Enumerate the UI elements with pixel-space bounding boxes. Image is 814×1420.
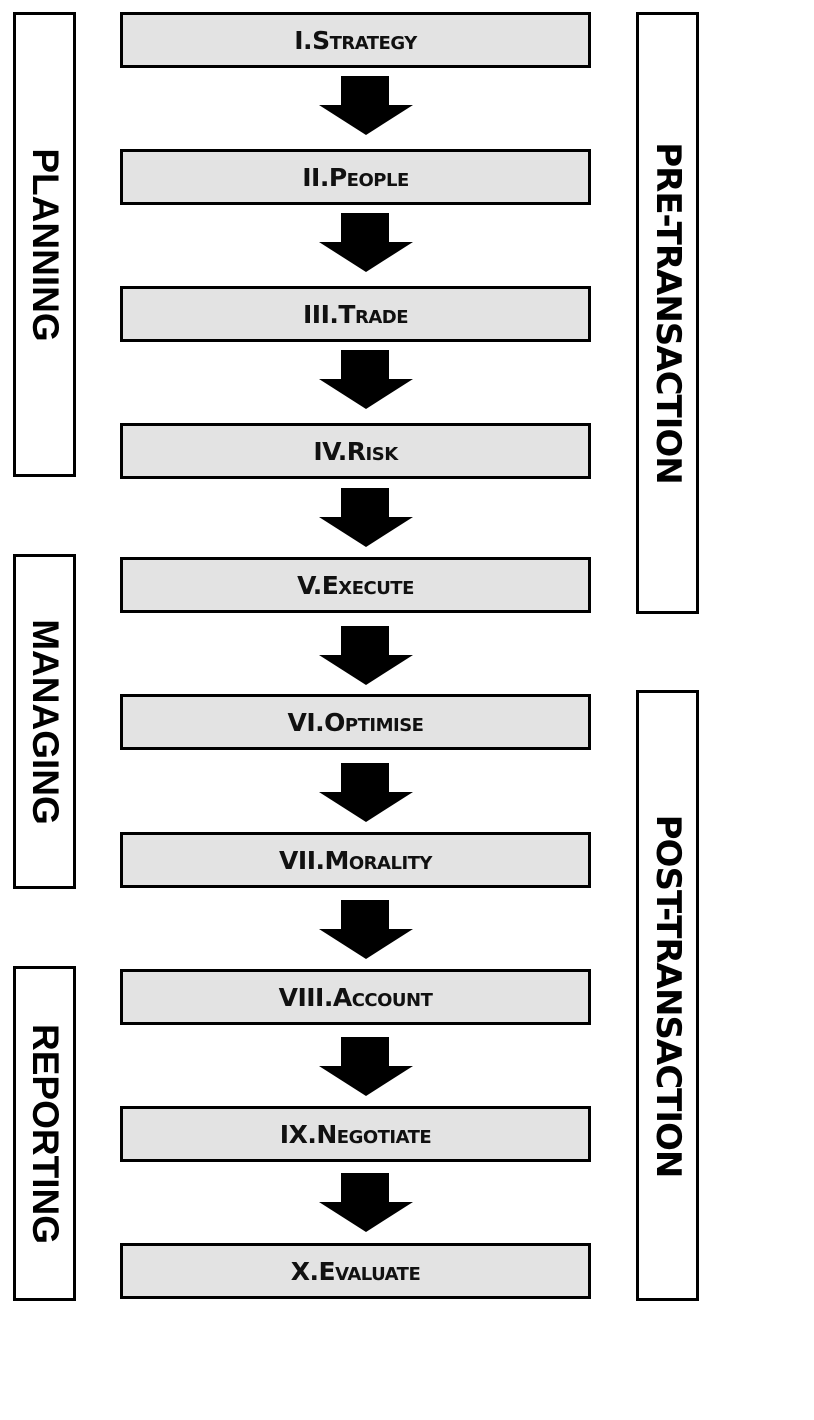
step-evaluate: X.Evaluate — [120, 1243, 591, 1299]
step-name: Account — [332, 982, 433, 1012]
step-execute: V.Execute — [120, 557, 591, 613]
step-name: Evaluate — [318, 1256, 421, 1286]
down-arrow-icon — [319, 1173, 413, 1232]
down-arrow-icon — [319, 763, 413, 822]
phase-label: MANAGING — [24, 618, 66, 825]
phase-label: REPORTING — [24, 1023, 66, 1244]
step-numeral: V. — [297, 570, 322, 600]
phase-label: POST-TRANSACTION — [647, 814, 688, 1177]
step-name: People — [328, 162, 409, 192]
down-arrow-icon — [319, 213, 413, 272]
step-numeral: IX. — [279, 1119, 317, 1149]
step-numeral: I. — [294, 25, 313, 55]
step-name: Morality — [324, 845, 433, 875]
step-numeral: VI. — [287, 707, 325, 737]
step-risk: IV.Risk — [120, 423, 591, 479]
step-numeral: X. — [290, 1256, 319, 1286]
step-name: Negotiate — [316, 1119, 432, 1149]
down-arrow-icon — [319, 1037, 413, 1096]
down-arrow-icon — [319, 900, 413, 959]
step-name: Risk — [346, 436, 398, 466]
down-arrow-icon — [319, 488, 413, 547]
step-name: Optimise — [324, 707, 424, 737]
down-arrow-icon — [319, 350, 413, 409]
step-optimise: VI.Optimise — [120, 694, 591, 750]
phase-label: PRE-TRANSACTION — [647, 142, 688, 484]
step-numeral: III. — [303, 299, 339, 329]
step-account: VIII.Account — [120, 969, 591, 1025]
phase-managing: MANAGING — [13, 554, 76, 889]
down-arrow-icon — [319, 76, 413, 135]
phase-post-transaction: POST-TRANSACTION — [636, 690, 699, 1301]
step-numeral: IV. — [313, 436, 347, 466]
step-negotiate: IX.Negotiate — [120, 1106, 591, 1162]
step-name: Execute — [321, 570, 415, 600]
step-people: II.People — [120, 149, 591, 205]
step-name: Strategy — [312, 25, 417, 55]
step-morality: VII.Morality — [120, 832, 591, 888]
step-name: Trade — [338, 299, 408, 329]
phase-reporting: REPORTING — [13, 966, 76, 1301]
step-trade: III.Trade — [120, 286, 591, 342]
down-arrow-icon — [319, 626, 413, 685]
phase-planning: PLANNING — [13, 12, 76, 477]
step-numeral: II. — [302, 162, 329, 192]
step-strategy: I.Strategy — [120, 12, 591, 68]
phase-label: PLANNING — [24, 147, 66, 342]
step-numeral: VII. — [279, 845, 325, 875]
phase-pre-transaction: PRE-TRANSACTION — [636, 12, 699, 614]
step-numeral: VIII. — [278, 982, 334, 1012]
